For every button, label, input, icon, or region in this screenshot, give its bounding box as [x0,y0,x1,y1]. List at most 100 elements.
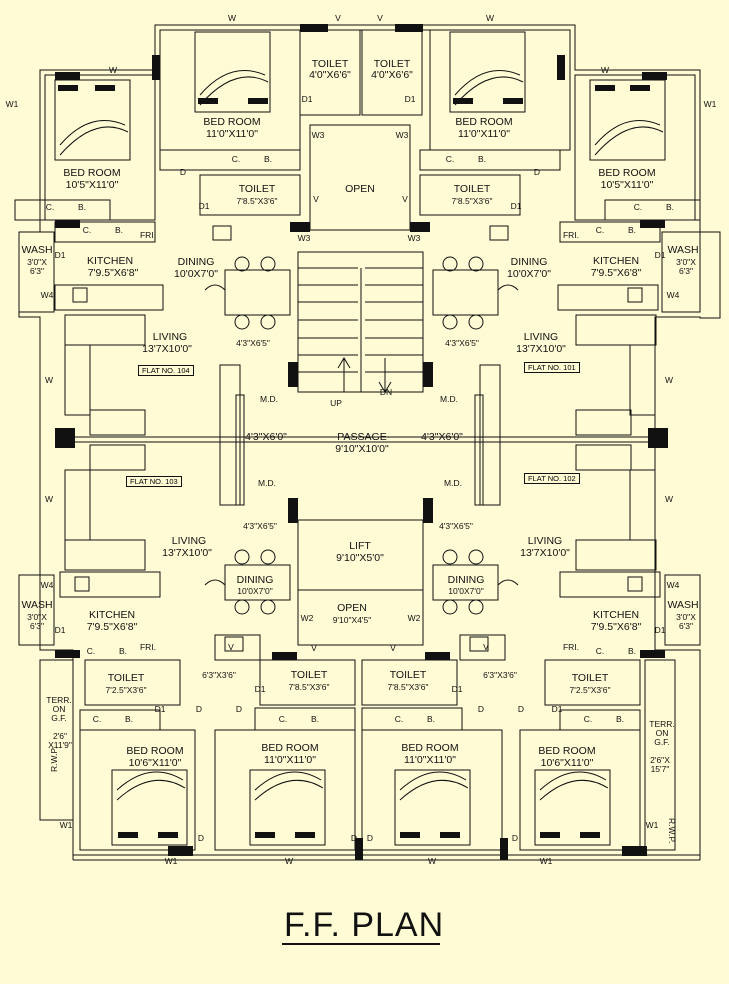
lobby-dim: 4'3"X6'5" [445,338,479,348]
door-1-label: D1 [404,94,416,104]
bedroom-label: BED ROOM [538,745,596,757]
cupboard-label: C. [92,714,102,724]
window-label: W [284,856,294,866]
cupboard-label: C. [45,202,55,212]
toilet-label: TOILET [290,669,328,681]
open-dim: 9'10"X4'5" [332,615,372,625]
kitchen-label: KITCHEN [88,609,136,621]
window-label: W [227,13,237,23]
bedroom-dim: 11'0"X11'0" [458,128,510,140]
door-1-label: D1 [301,94,313,104]
window-label: W [44,494,54,504]
door-1-label: D1 [654,625,666,635]
wash-dim: 3'0"X 6'3" [27,612,47,631]
bedroom-dim: 11'0"X11'0" [264,754,316,766]
toilet-dim: 4'0"X6'6" [371,69,413,81]
rainwater-pipe-label: R.W.P. [667,818,677,844]
living-label: LIVING [171,535,207,547]
lift-label: LIFT [349,540,371,552]
dining-label: DINING [447,574,485,586]
ventilator-label: V [390,643,396,653]
door-1-label: D1 [510,201,522,211]
cupboard-label: C. [278,714,288,724]
kitchen-dim: 7'9.5"X6'8" [87,267,139,279]
main-door-label: M.D. [444,478,462,488]
cupboard-label: C. [583,714,593,724]
bed-label: B. [615,714,625,724]
bed-label: B. [627,225,637,235]
window-4-label: W4 [40,290,54,300]
window-1-label: W1 [59,820,73,830]
bedroom-label: BED ROOM [598,167,656,179]
window-3-label: W3 [395,130,409,140]
shaft-dim: 6'3"X3'6" [483,670,517,680]
terrace-dim: 2'6" X11'9" [48,731,72,750]
kitchen-label: KITCHEN [592,255,640,267]
flat-101-label: FLAT NO. 101 [524,362,580,373]
kitchen-dim: 7'9.5"X6'8" [590,621,642,633]
window-3-label: W3 [297,233,311,243]
living-dim: 13'7X10'0" [520,547,570,559]
kitchen-dim: 7'9.5"X6'8" [86,621,138,633]
title-underline [282,943,440,945]
window-label: W [664,494,674,504]
lobby-dim: 4'3"X6'0" [245,431,287,443]
stair-up-label: UP [330,398,342,408]
toilet-label: TOILET [389,669,427,681]
toilet-label: TOILET [453,183,491,195]
door-1-label: D1 [54,250,66,260]
window-1-label: W1 [164,856,178,866]
lobby-dim: 4'3"X6'0" [421,431,463,443]
main-door-label: M.D. [258,478,276,488]
cupboard-label: C. [595,646,605,656]
living-label: LIVING [152,331,188,343]
flat-103-label: FLAT NO. 103 [126,476,182,487]
window-4-label: W4 [666,290,680,300]
door-1-label: D1 [451,684,463,694]
bed-label: B. [426,714,436,724]
bedroom-dim: 10'6"X11'0" [540,757,594,769]
fridge-label: FRI. [139,230,157,240]
living-dim: 13'7X10'0" [162,547,212,559]
door-label: D [197,833,205,843]
toilet-label: TOILET [311,58,349,70]
shaft-dim: 6'3"X3'6" [202,670,236,680]
window-label: W [485,13,495,23]
toilet-dim: 7'8.5"X3'6" [236,196,278,206]
toilet-dim: 7'8.5"X3'6" [387,682,429,692]
ventilator-label: V [228,642,234,652]
main-door-label: M.D. [440,394,458,404]
bedroom-label: BED ROOM [126,745,184,757]
kitchen-label: KITCHEN [592,609,640,621]
toilet-dim: 7'2.5"X3'6" [569,685,611,695]
door-1-label: D1 [54,625,66,635]
bed-label: B. [124,714,134,724]
dining-label: DINING [510,256,548,268]
dining-dim: 10'0X7'0" [507,268,551,280]
living-label: LIVING [523,331,559,343]
flat-104-label: FLAT NO. 104 [138,365,194,376]
fridge-label: FRI. [562,230,580,240]
cupboard-label: C. [82,225,92,235]
bedroom-label: BED ROOM [203,116,261,128]
bedroom-label: BED ROOM [455,116,513,128]
window-2-label: W2 [407,613,421,623]
dining-dim: 10'0X7'0" [448,586,484,596]
bed-label: B. [665,202,675,212]
fridge-label: FRI. [139,642,157,652]
ventilator-label: V [311,643,317,653]
wash-label: WASH [21,244,53,256]
door-label: D [533,167,541,177]
door-label: D [179,167,187,177]
window-1-label: W1 [539,856,553,866]
ventilator-label: V [402,194,408,204]
door-1-label: D1 [551,704,563,714]
window-label: W [44,375,54,385]
bed-label: B. [77,202,87,212]
door-label: D [350,833,358,843]
bed-label: B. [627,646,637,656]
toilet-dim: 7'8.5"X3'6" [288,682,330,692]
wash-dim: 3'0"X 6'3" [27,257,47,276]
terrace-label: TERR. ON G.F. [649,719,675,747]
